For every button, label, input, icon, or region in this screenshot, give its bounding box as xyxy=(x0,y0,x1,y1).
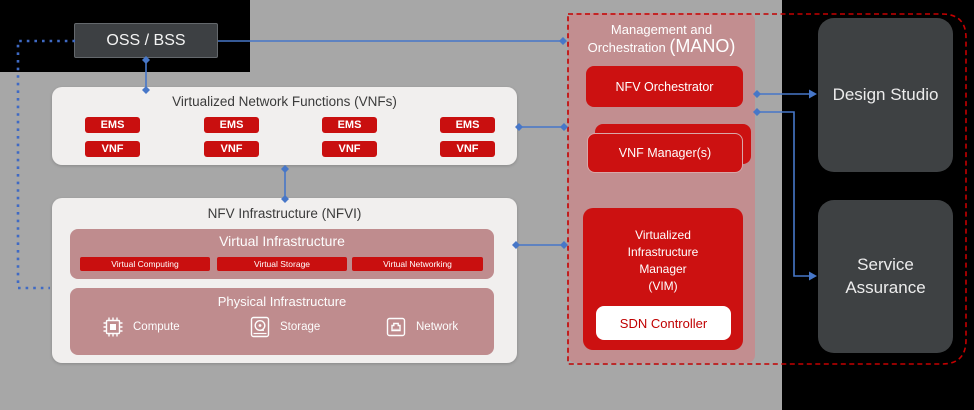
vnf-manager-label: VNF Manager(s) xyxy=(618,146,712,160)
service-assurance-card: Service Assurance xyxy=(818,200,953,353)
nfvi-title: NFV Infrastructure (NFVI) xyxy=(207,206,362,221)
hard-drive-icon xyxy=(247,314,273,340)
cpu-chip-icon xyxy=(100,314,126,340)
vnf-column: EMS VNF xyxy=(85,117,140,157)
vim-line: (VIM) xyxy=(648,279,678,293)
mano-acronym: (MANO) xyxy=(669,36,736,56)
virtual-infrastructure-box: Virtual Infrastructure Virtual Computing… xyxy=(70,229,494,279)
sdn-controller-box: SDN Controller xyxy=(596,306,731,340)
vnf-chip: VNF xyxy=(204,141,259,157)
ems-chip: EMS xyxy=(85,117,140,133)
physical-item-label: Network xyxy=(416,321,459,333)
physical-item-storage: Storage xyxy=(247,314,320,340)
connector-vnfs-to-mano xyxy=(515,123,568,131)
connector-nfvi-to-mano xyxy=(512,241,568,249)
physical-item-network: Network xyxy=(383,314,458,340)
sdn-controller-label: SDN Controller xyxy=(619,315,708,331)
physical-item-compute: Compute xyxy=(100,314,180,340)
vim-line: Virtualized xyxy=(635,228,691,242)
vnf-manager-box: VNF Manager(s) xyxy=(587,133,743,173)
nfv-orchestrator-box: NFV Orchestrator xyxy=(586,66,743,107)
virtual-infrastructure-title: Virtual Infrastructure xyxy=(219,233,345,249)
vnf-column: EMS VNF xyxy=(204,117,259,157)
mano-title-line1: Management and xyxy=(610,22,713,37)
oss-bss-label: OSS / BSS xyxy=(106,31,186,49)
nfvi-panel: NFV Infrastructure (NFVI) Virtual Infras… xyxy=(52,198,517,363)
design-studio-card: Design Studio xyxy=(818,18,953,172)
ems-chip: EMS xyxy=(322,117,377,133)
mano-title: Management and Orchestration (MANO) xyxy=(568,21,755,56)
vim-box: Virtualized Infrastructure Manager (VIM)… xyxy=(583,208,743,350)
vim-label: Virtualized Infrastructure Manager (VIM) xyxy=(583,227,743,295)
connector-ossbss-to-mano xyxy=(218,37,567,45)
vnf-chip: VNF xyxy=(322,141,377,157)
vnf-chip: VNF xyxy=(85,141,140,157)
oss-bss-box: OSS / BSS xyxy=(74,23,218,58)
vnf-column: EMS VNF xyxy=(322,117,377,157)
physical-item-label: Compute xyxy=(133,321,180,333)
vim-line: Infrastructure xyxy=(627,245,699,259)
ethernet-port-icon xyxy=(383,314,409,340)
service-assurance-label: Service Assurance xyxy=(845,254,926,297)
virtual-networking-chip: Virtual Networking xyxy=(352,257,483,271)
vnfs-title: Virtualized Network Functions (VNFs) xyxy=(172,94,397,109)
vnf-column: EMS VNF xyxy=(440,117,495,157)
physical-infrastructure-box: Physical Infrastructure Compute xyxy=(70,288,494,355)
virtual-computing-chip: Virtual Computing xyxy=(80,257,210,271)
mano-panel: Management and Orchestration (MANO) NFV … xyxy=(568,13,755,363)
physical-item-label: Storage xyxy=(280,321,321,333)
nfv-orchestrator-label: NFV Orchestrator xyxy=(615,79,714,94)
vnf-chip: VNF xyxy=(440,141,495,157)
ems-chip: EMS xyxy=(204,117,259,133)
design-studio-label: Design Studio xyxy=(832,84,939,104)
mano-title-line2: Orchestration xyxy=(587,40,670,55)
vim-line: Manager xyxy=(639,262,687,276)
vnfs-panel: Virtualized Network Functions (VNFs) EMS… xyxy=(52,87,517,165)
physical-infrastructure-title: Physical Infrastructure xyxy=(217,294,347,309)
virtual-storage-chip: Virtual Storage xyxy=(217,257,347,271)
ems-chip: EMS xyxy=(440,117,495,133)
